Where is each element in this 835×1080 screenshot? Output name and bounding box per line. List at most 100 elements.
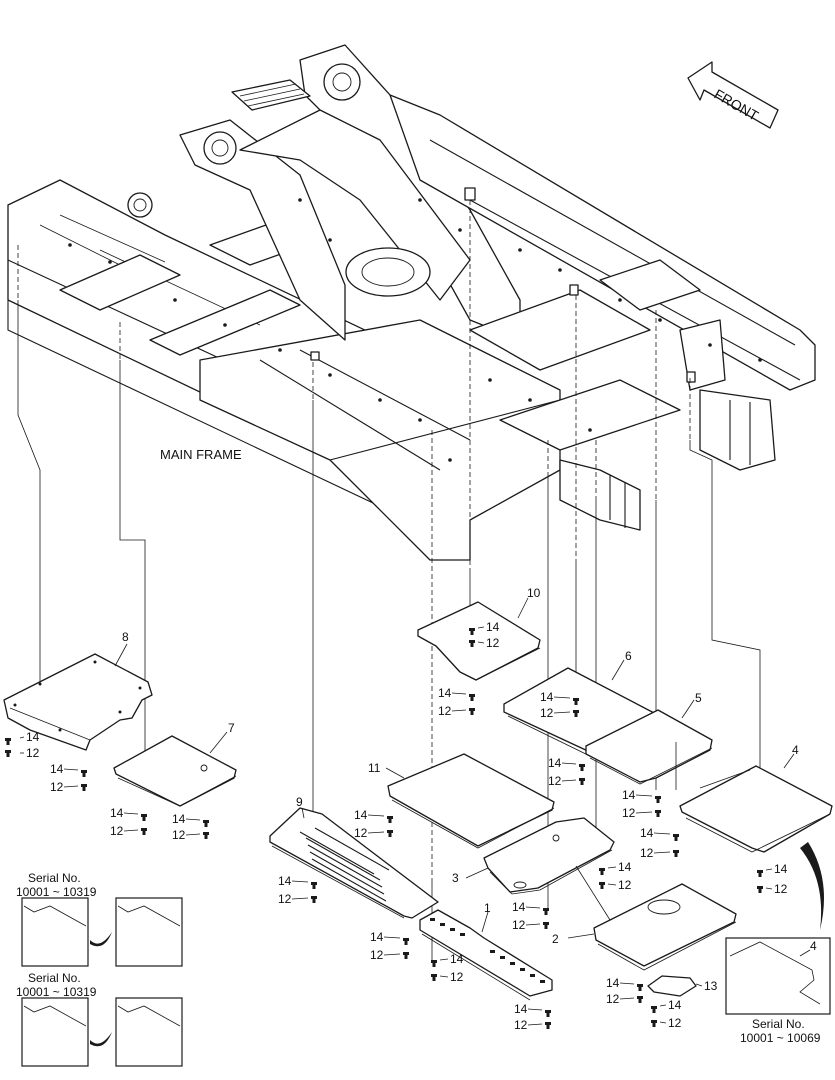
leader-line <box>439 958 449 961</box>
leader-line <box>525 906 541 909</box>
panel-8: 8 <box>3 630 153 751</box>
leader-line <box>659 1021 667 1024</box>
serial-range-1: 10001 ~ 10319 <box>16 885 97 899</box>
fastener-label: 12 <box>512 918 526 932</box>
leader-line <box>291 880 309 883</box>
bolt-icon <box>403 938 409 945</box>
part-5-label: 5 <box>695 691 702 705</box>
fastener-label: 14 <box>438 686 452 700</box>
leader-line <box>527 1008 543 1011</box>
bolt-icon <box>5 750 11 757</box>
bolt-icon <box>673 850 679 857</box>
fastener-label: 12 <box>354 826 368 840</box>
leader-line <box>367 814 385 817</box>
fastener-label: 12 <box>50 780 64 794</box>
leader-line <box>19 736 25 739</box>
serial-label-1: Serial No. <box>28 871 81 885</box>
part-13-label: 13 <box>704 979 718 993</box>
bolt-icon <box>5 738 11 745</box>
bolt-icon <box>637 984 643 991</box>
leader-line <box>451 692 467 695</box>
bolt-icon <box>599 882 605 889</box>
bolt-icon <box>655 810 661 817</box>
fastener-label: 14 <box>354 808 368 822</box>
bolt-icon <box>637 996 643 1003</box>
bolt-icon <box>203 832 209 839</box>
fastener-label: 14 <box>50 762 64 776</box>
serial-label-2: Serial No. <box>28 971 81 985</box>
bolt-icon <box>469 708 475 715</box>
fastener-label: 14 <box>774 862 788 876</box>
serial-inset-part-4: 4 <box>810 939 817 953</box>
fastener-label: 12 <box>548 774 562 788</box>
part-4-label: 4 <box>792 743 799 757</box>
fastener-label: 12 <box>774 882 788 896</box>
panel-10: 10 <box>417 586 541 681</box>
bolt-icon <box>469 628 475 635</box>
part-7-label: 7 <box>228 721 235 735</box>
fastener-label: 12 <box>450 970 464 984</box>
bolt-icon <box>599 868 605 875</box>
serial-range-2: 10001 ~ 10319 <box>16 985 97 999</box>
leader-line <box>635 811 653 814</box>
panel-1: 1 <box>419 901 553 1001</box>
bolt-icon <box>141 814 147 821</box>
bolt-icon <box>543 908 549 915</box>
leader-line <box>765 887 773 890</box>
serial-inset-1: Serial No. 10001 ~ 10319 <box>16 871 183 967</box>
fastener-label: 12 <box>668 1016 682 1030</box>
bolt-icon <box>543 922 549 929</box>
fastener-label: 14 <box>540 690 554 704</box>
bolt-icon <box>757 886 763 893</box>
leader-line <box>63 785 79 788</box>
bolt-icon <box>81 784 87 791</box>
main-frame <box>7 44 816 561</box>
leader-line <box>561 762 577 765</box>
fastener-label: 14 <box>514 1002 528 1016</box>
bolt-icon <box>311 882 317 889</box>
fastener-label: 12 <box>606 992 620 1006</box>
leader-line <box>553 711 571 714</box>
fastener-label: 14 <box>110 806 124 820</box>
fastener-label: 14 <box>278 874 292 888</box>
bolt-icon <box>431 974 437 981</box>
part-2-label: 2 <box>552 932 559 946</box>
leader-line <box>527 1023 543 1026</box>
bolt-icon <box>579 778 585 785</box>
bolt-icon <box>469 694 475 701</box>
fastener-label: 14 <box>172 812 186 826</box>
fastener-label: 14 <box>512 900 526 914</box>
leader-line <box>477 641 485 644</box>
panel-7: 7 <box>113 721 237 807</box>
front-arrow: FRONT <box>687 61 779 129</box>
part-6-label: 6 <box>625 649 632 663</box>
fastener-label: 14 <box>370 930 384 944</box>
panel-11: 11 <box>368 753 555 849</box>
leader-line <box>185 818 201 821</box>
fastener-label: 12 <box>640 846 654 860</box>
bolt-icon <box>469 640 475 647</box>
bolt-icon <box>651 1020 657 1027</box>
fastener-label: 12 <box>618 878 632 892</box>
serial-inset-2: Serial No. 10001 ~ 10319 <box>16 971 183 1067</box>
leader-line <box>619 997 635 1000</box>
leader-line <box>477 626 485 629</box>
panel-3: 3 <box>452 817 615 895</box>
panel-9: 9 <box>269 795 439 919</box>
leader-line <box>63 768 79 771</box>
fastener-label: 12 <box>438 704 452 718</box>
leader-line <box>383 953 401 956</box>
leader-line <box>635 794 653 797</box>
leader-line <box>607 883 617 886</box>
leader-line <box>367 831 385 834</box>
fastener-label: 14 <box>548 756 562 770</box>
bolt-icon <box>651 1006 657 1013</box>
leader-line <box>561 779 577 782</box>
leader-line <box>185 833 201 836</box>
leader-line <box>383 936 401 939</box>
main-frame-label: MAIN FRAME <box>160 447 242 462</box>
panel-2: 2 <box>552 865 737 971</box>
bolt-icon <box>573 698 579 705</box>
fastener-label: 14 <box>618 860 632 874</box>
